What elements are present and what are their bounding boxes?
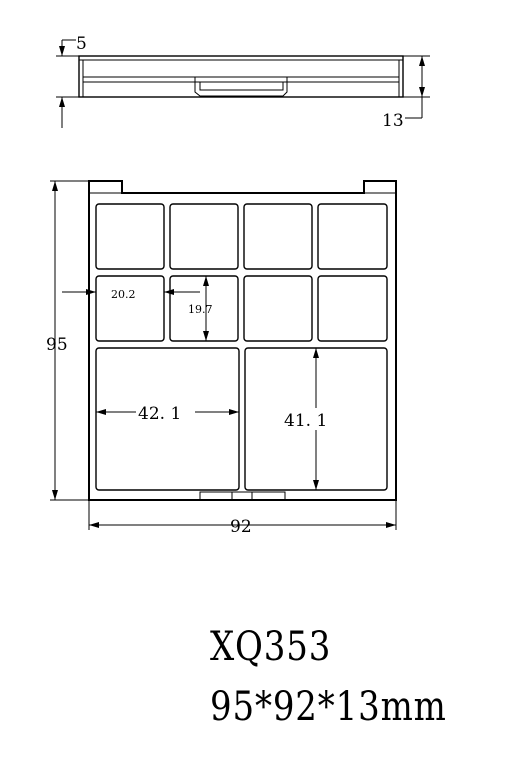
pan-small <box>317 275 388 342</box>
pan-small <box>317 203 388 270</box>
dim-small-pan-height: 19.7 <box>188 303 213 316</box>
model-number: XQ353 <box>210 624 332 670</box>
dim-width: 92 <box>230 517 252 537</box>
dim-large-pan-height: 41. 1 <box>284 411 327 431</box>
pan-small <box>95 275 165 342</box>
pan-small <box>169 275 239 342</box>
dim-large-pan-width: 42. 1 <box>138 404 181 424</box>
pan-large <box>95 347 240 491</box>
pan-small <box>243 203 313 270</box>
top-view: 95 92 20.2 19.7 42. 1 41. 1 <box>46 180 397 537</box>
dim-small-pan-width: 20.2 <box>111 288 136 301</box>
dim-depth: 95 <box>46 335 68 355</box>
dim-lid-thickness: 5 <box>76 34 87 54</box>
dim-height: 13 <box>382 111 404 131</box>
side-view: 5 13 <box>56 34 430 131</box>
product-size: 95*92*13mm <box>210 684 447 730</box>
pan-small <box>95 203 165 270</box>
pan-small <box>243 275 313 342</box>
pan-small <box>169 203 239 270</box>
